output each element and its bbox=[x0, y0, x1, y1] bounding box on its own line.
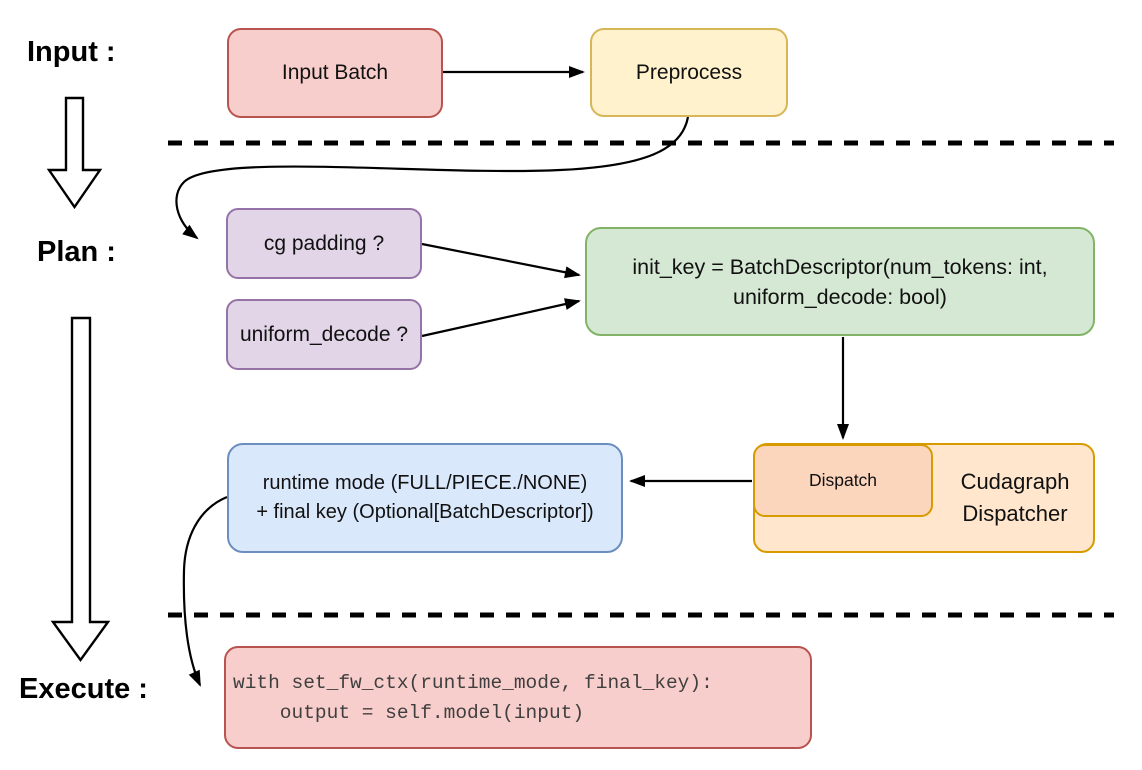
dispatch-label: Dispatch bbox=[808, 470, 878, 490]
execute-code-line2: output = self.model(input) bbox=[233, 701, 585, 724]
dispatch-node: Dispatch bbox=[753, 444, 933, 517]
execute-phase-label: Execute : bbox=[19, 673, 148, 705]
input-batch-label: Input Batch bbox=[281, 61, 389, 84]
cudagraph-line2: Dispatcher bbox=[962, 501, 1068, 526]
arrow-uniformdecode-to-initkey bbox=[421, 298, 581, 338]
input-batch-node: Input Batch bbox=[227, 28, 443, 118]
cg-padding-label: cg padding ? bbox=[263, 231, 385, 255]
uniform-decode-node: uniform_decode ? bbox=[226, 299, 422, 370]
runtime-mode-line1: runtime mode (FULL/PIECE./NONE) bbox=[262, 472, 588, 494]
cg-padding-node: cg padding ? bbox=[226, 208, 422, 279]
init-key-line2: uniform_decode: bool) bbox=[733, 284, 947, 309]
runtime-mode-node: runtime mode (FULL/PIECE./NONE) + final … bbox=[227, 443, 623, 553]
preprocess-label: Preprocess bbox=[635, 60, 743, 84]
hollow-arrow-plan-to-execute bbox=[50, 316, 111, 663]
cudagraph-dispatcher-label: Cudagraph Dispatcher bbox=[935, 445, 1095, 551]
arrow-runtime-to-code bbox=[182, 495, 228, 687]
init-key-line1: init_key = BatchDescriptor(num_tokens: i… bbox=[632, 254, 1048, 279]
cudagraph-line1: Cudagraph bbox=[960, 469, 1070, 494]
uniform-decode-label: uniform_decode ? bbox=[239, 322, 409, 346]
preprocess-node: Preprocess bbox=[590, 28, 788, 117]
input-phase-label: Input : bbox=[27, 36, 116, 68]
hollow-arrow-input-to-plan bbox=[46, 96, 103, 210]
execute-code-line1: with set_fw_ctx(runtime_mode, final_key)… bbox=[233, 671, 713, 694]
runtime-mode-line2: + final key (Optional[BatchDescriptor]) bbox=[256, 501, 594, 523]
init-key-node: init_key = BatchDescriptor(num_tokens: i… bbox=[585, 227, 1095, 336]
execute-code-node: with set_fw_ctx(runtime_mode, final_key)… bbox=[224, 646, 812, 749]
arrow-preprocess-to-cgpadding bbox=[175, 116, 690, 240]
plan-phase-label: Plan : bbox=[37, 236, 116, 268]
arrow-cgpadding-to-initkey bbox=[421, 242, 581, 279]
